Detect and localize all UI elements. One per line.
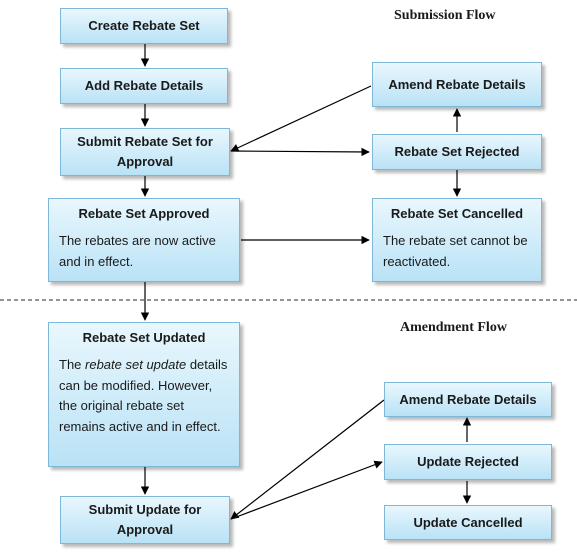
amend-rebate-details-box: Amend Rebate Details xyxy=(372,62,542,107)
rebate-set-approved-title: Rebate Set Approved xyxy=(78,206,210,221)
rebate-set-cancelled-text: The rebate set cannot be reactivated. xyxy=(383,233,528,269)
create-rebate-set-box: Create Rebate Set xyxy=(60,8,228,44)
add-rebate-details-label: Add Rebate Details xyxy=(84,78,204,93)
submit-rebate-set-box: Submit Rebate Set for Approval xyxy=(60,128,230,176)
amend-rebate-details-label: Amend Rebate Details xyxy=(388,76,526,92)
rebate-set-updated-box: Rebate Set Updated The rebate set update… xyxy=(48,322,240,467)
rebate-set-rejected-label: Rebate Set Rejected xyxy=(394,144,520,159)
amend-update-details-label: Amend Rebate Details xyxy=(399,391,537,407)
rebate-set-approved-box: Rebate Set Approved The rebates are now … xyxy=(48,198,240,282)
arrow-amend-to-submit xyxy=(230,85,372,152)
update-cancelled-label: Update Cancelled xyxy=(413,514,523,530)
rebate-set-approved-text: The rebates are now active and in effect… xyxy=(59,233,216,269)
rebate-set-rejected-box: Rebate Set Rejected xyxy=(372,134,542,170)
rebate-set-updated-text: The rebate set update details can be mod… xyxy=(59,357,228,434)
rebate-set-update-emphasis: rebate set update xyxy=(85,357,187,372)
rebate-set-cancelled-box: Rebate Set Cancelled The rebate set cann… xyxy=(372,198,542,282)
arrow-submit-update-to-rejected xyxy=(230,460,383,520)
submit-update-label: Submit Update for Approval xyxy=(88,502,202,537)
submit-rebate-set-label: Submit Rebate Set for Approval xyxy=(77,134,213,169)
arrow-submit-to-rejected xyxy=(230,147,370,157)
submit-update-box: Submit Update for Approval xyxy=(60,496,230,544)
update-rejected-label: Update Rejected xyxy=(417,454,519,469)
rebate-set-updated-title: Rebate Set Updated xyxy=(82,330,206,345)
submission-flow-title: Submission Flow xyxy=(394,8,496,23)
amendment-flow-title: Amendment Flow xyxy=(400,320,507,335)
rebate-set-cancelled-title: Rebate Set Cancelled xyxy=(390,206,524,221)
amend-update-details-box: Amend Rebate Details xyxy=(384,382,552,417)
create-rebate-set-label: Create Rebate Set xyxy=(88,18,200,33)
update-rejected-box: Update Rejected xyxy=(384,444,552,480)
update-cancelled-box: Update Cancelled xyxy=(384,505,552,540)
add-rebate-details-box: Add Rebate Details xyxy=(60,68,228,104)
arrow-amend-to-submit-update xyxy=(230,399,385,520)
